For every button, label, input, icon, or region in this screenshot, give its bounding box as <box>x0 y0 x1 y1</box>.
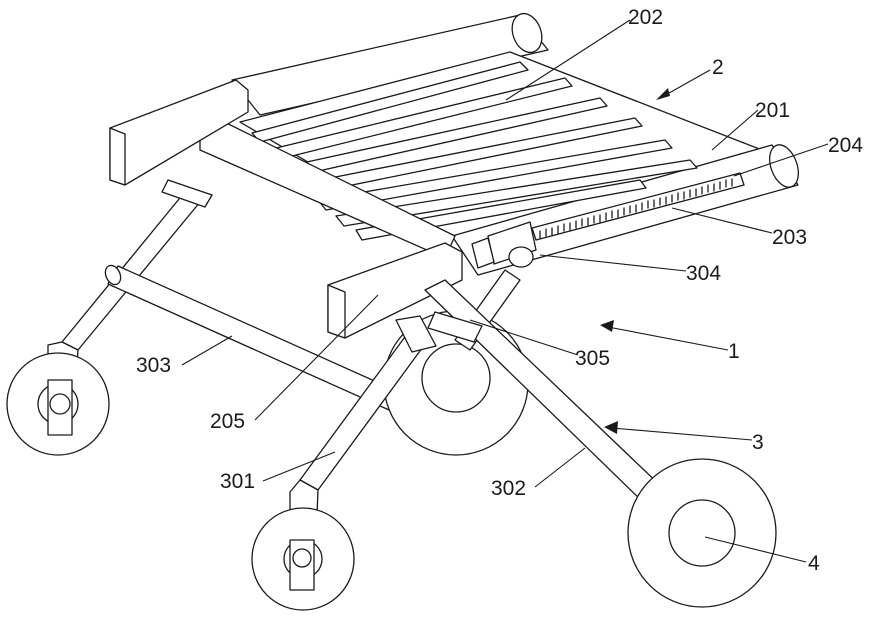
label-204: 204 <box>828 134 863 157</box>
label-203: 203 <box>772 226 807 249</box>
leader-203 <box>672 208 772 233</box>
leader-302 <box>535 448 585 487</box>
label-301: 301 <box>220 470 255 493</box>
label-4: 4 <box>808 552 820 575</box>
label-303: 303 <box>136 354 171 377</box>
arrow-1 <box>600 320 614 332</box>
front-left-wheel <box>252 508 354 610</box>
label-1: 1 <box>728 340 740 363</box>
arrow-3 <box>604 421 618 434</box>
label-2: 2 <box>712 56 724 79</box>
label-3: 3 <box>752 431 764 454</box>
leader-3 <box>612 428 752 440</box>
arrow-2 <box>656 88 670 100</box>
leader-1 <box>608 327 728 350</box>
right-wheel-4 <box>628 459 776 607</box>
label-205: 205 <box>210 410 245 433</box>
label-201: 201 <box>755 99 790 122</box>
leader-304 <box>540 255 686 271</box>
label-202: 202 <box>628 6 663 29</box>
left-wheel <box>7 353 109 455</box>
label-304: 304 <box>686 262 721 285</box>
label-305: 305 <box>575 347 610 370</box>
table-top-2 <box>110 9 804 338</box>
leader-303 <box>182 336 232 365</box>
label-302: 302 <box>491 477 526 500</box>
